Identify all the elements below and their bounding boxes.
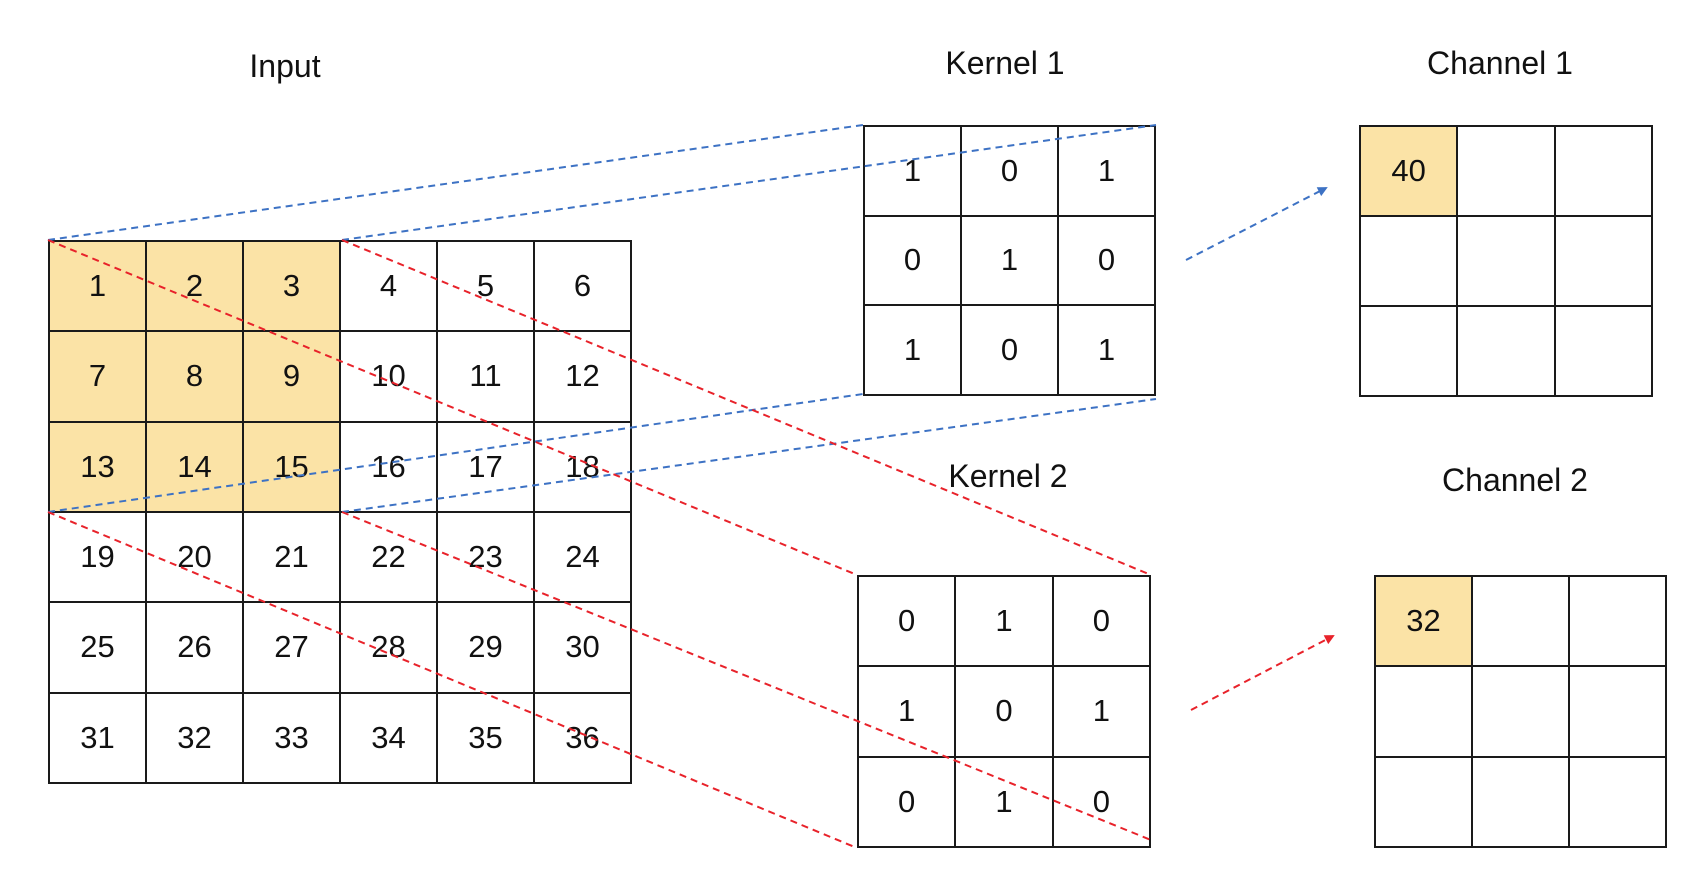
kernel2-cell: 1 [859, 667, 957, 758]
channel2-cell [1473, 667, 1570, 758]
input-cell: 21 [244, 513, 341, 604]
input-cell: 33 [244, 693, 341, 784]
channel1-title: Channel 1 [1427, 45, 1573, 81]
kernel1-cell: 0 [1059, 216, 1156, 307]
kernel2-cell: 1 [956, 577, 1054, 668]
channel1-cell [1555, 217, 1653, 307]
channel1-cell [1361, 217, 1459, 307]
input-cell: 5 [438, 242, 535, 333]
kernel1-cell: 1 [962, 216, 1059, 307]
channel2-title: Channel 2 [1442, 462, 1588, 498]
channel1-cell [1458, 127, 1556, 217]
input-cell: 32 [147, 693, 244, 784]
input-cell: 22 [341, 513, 438, 604]
input-cell: 8 [147, 332, 244, 423]
input-cell: 26 [147, 603, 244, 694]
input-cell: 35 [438, 693, 535, 784]
kernel1-cell: 0 [962, 306, 1059, 396]
kernel2-cell: 1 [1053, 667, 1151, 758]
channel1-cell [1555, 307, 1653, 397]
channel2-cell [1570, 667, 1667, 758]
channel2-cell [1570, 757, 1667, 848]
kernel1-cell: 1 [865, 306, 962, 396]
input-cell: 19 [50, 513, 147, 604]
input-cell: 18 [535, 422, 632, 513]
kernel2-cell: 0 [1053, 577, 1151, 668]
input-cell: 4 [341, 242, 438, 333]
input-cell: 12 [535, 332, 632, 423]
input-cell: 34 [341, 693, 438, 784]
input-cell: 10 [341, 332, 438, 423]
input-cell: 7 [50, 332, 147, 423]
input-title: Input [249, 48, 321, 84]
kernel2-cell: 0 [956, 667, 1054, 758]
input-cell: 36 [535, 693, 632, 784]
input-cell: 31 [50, 693, 147, 784]
channel2-grid: 32 [1374, 575, 1667, 848]
kernel1-cell: 0 [865, 216, 962, 307]
kernel2-cell: 0 [1053, 757, 1151, 848]
input-cell: 11 [438, 332, 535, 423]
input-cell: 17 [438, 422, 535, 513]
input-cell: 2 [147, 242, 244, 333]
input-cell: 29 [438, 603, 535, 694]
input-cell: 9 [244, 332, 341, 423]
channel1-grid: 40 [1359, 125, 1653, 397]
kernel2-cell: 0 [859, 577, 957, 668]
channel1-cell: 40 [1361, 127, 1459, 217]
input-cell: 13 [50, 422, 147, 513]
blue-connector-line [47, 124, 864, 241]
input-cell: 1 [50, 242, 147, 333]
input-cell: 23 [438, 513, 535, 604]
input-cell: 27 [244, 603, 341, 694]
kernel2-cell: 0 [859, 757, 957, 848]
channel2-cell [1376, 757, 1473, 848]
input-cell: 14 [147, 422, 244, 513]
kernel2-cell: 1 [956, 757, 1054, 848]
kernel1-cell: 1 [865, 127, 962, 217]
input-cell: 20 [147, 513, 244, 604]
red-arrow [1190, 635, 1335, 711]
kernel1-cell: 1 [1059, 127, 1156, 217]
input-cell: 30 [535, 603, 632, 694]
channel1-cell [1458, 307, 1556, 397]
channel2-cell [1473, 757, 1570, 848]
kernel2-title: Kernel 2 [948, 458, 1068, 494]
input-cell: 16 [341, 422, 438, 513]
channel2-cell [1376, 667, 1473, 758]
channel1-cell [1361, 307, 1459, 397]
kernel1-title: Kernel 1 [945, 45, 1065, 81]
channel2-cell [1473, 577, 1570, 668]
channel2-cell: 32 [1376, 577, 1473, 668]
input-cell: 6 [535, 242, 632, 333]
kernel1-cell: 1 [1059, 306, 1156, 396]
channel1-cell [1555, 127, 1653, 217]
channel1-cell [1458, 217, 1556, 307]
input-cell: 28 [341, 603, 438, 694]
blue-arrow [1185, 187, 1328, 261]
input-cell: 15 [244, 422, 341, 513]
input-cell: 25 [50, 603, 147, 694]
input-cell: 24 [535, 513, 632, 604]
channel2-cell [1570, 577, 1667, 668]
kernel1-cell: 0 [962, 127, 1059, 217]
input-cell: 3 [244, 242, 341, 333]
